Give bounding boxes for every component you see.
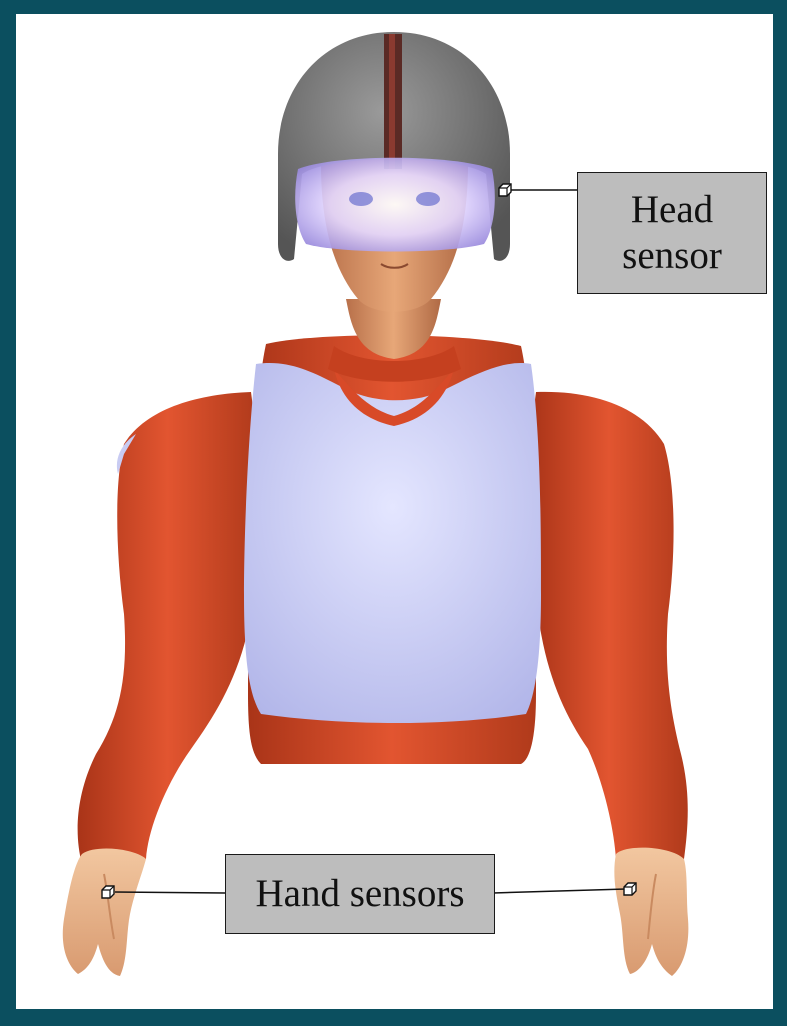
head [278, 32, 510, 312]
head-sensor-label-line1: Head [631, 187, 713, 233]
hand-sensors-callout: Hand sensors [225, 854, 495, 934]
left-hand-sensor-icon [102, 886, 114, 898]
visor [295, 158, 495, 252]
hand-sensors-label: Hand sensors [255, 871, 464, 917]
torso [244, 335, 541, 764]
head-sensor-label-line2: sensor [622, 233, 722, 279]
right-hand-sensor-icon [624, 883, 636, 895]
left-arm [78, 392, 258, 864]
head-sensor-callout: Head sensor [577, 172, 767, 294]
right-arm [530, 392, 687, 859]
head-sensor-icon [499, 184, 511, 196]
left-hand [63, 849, 146, 976]
right-hand [614, 848, 688, 976]
figure-panel: Head sensor Hand sensors [16, 14, 773, 1009]
